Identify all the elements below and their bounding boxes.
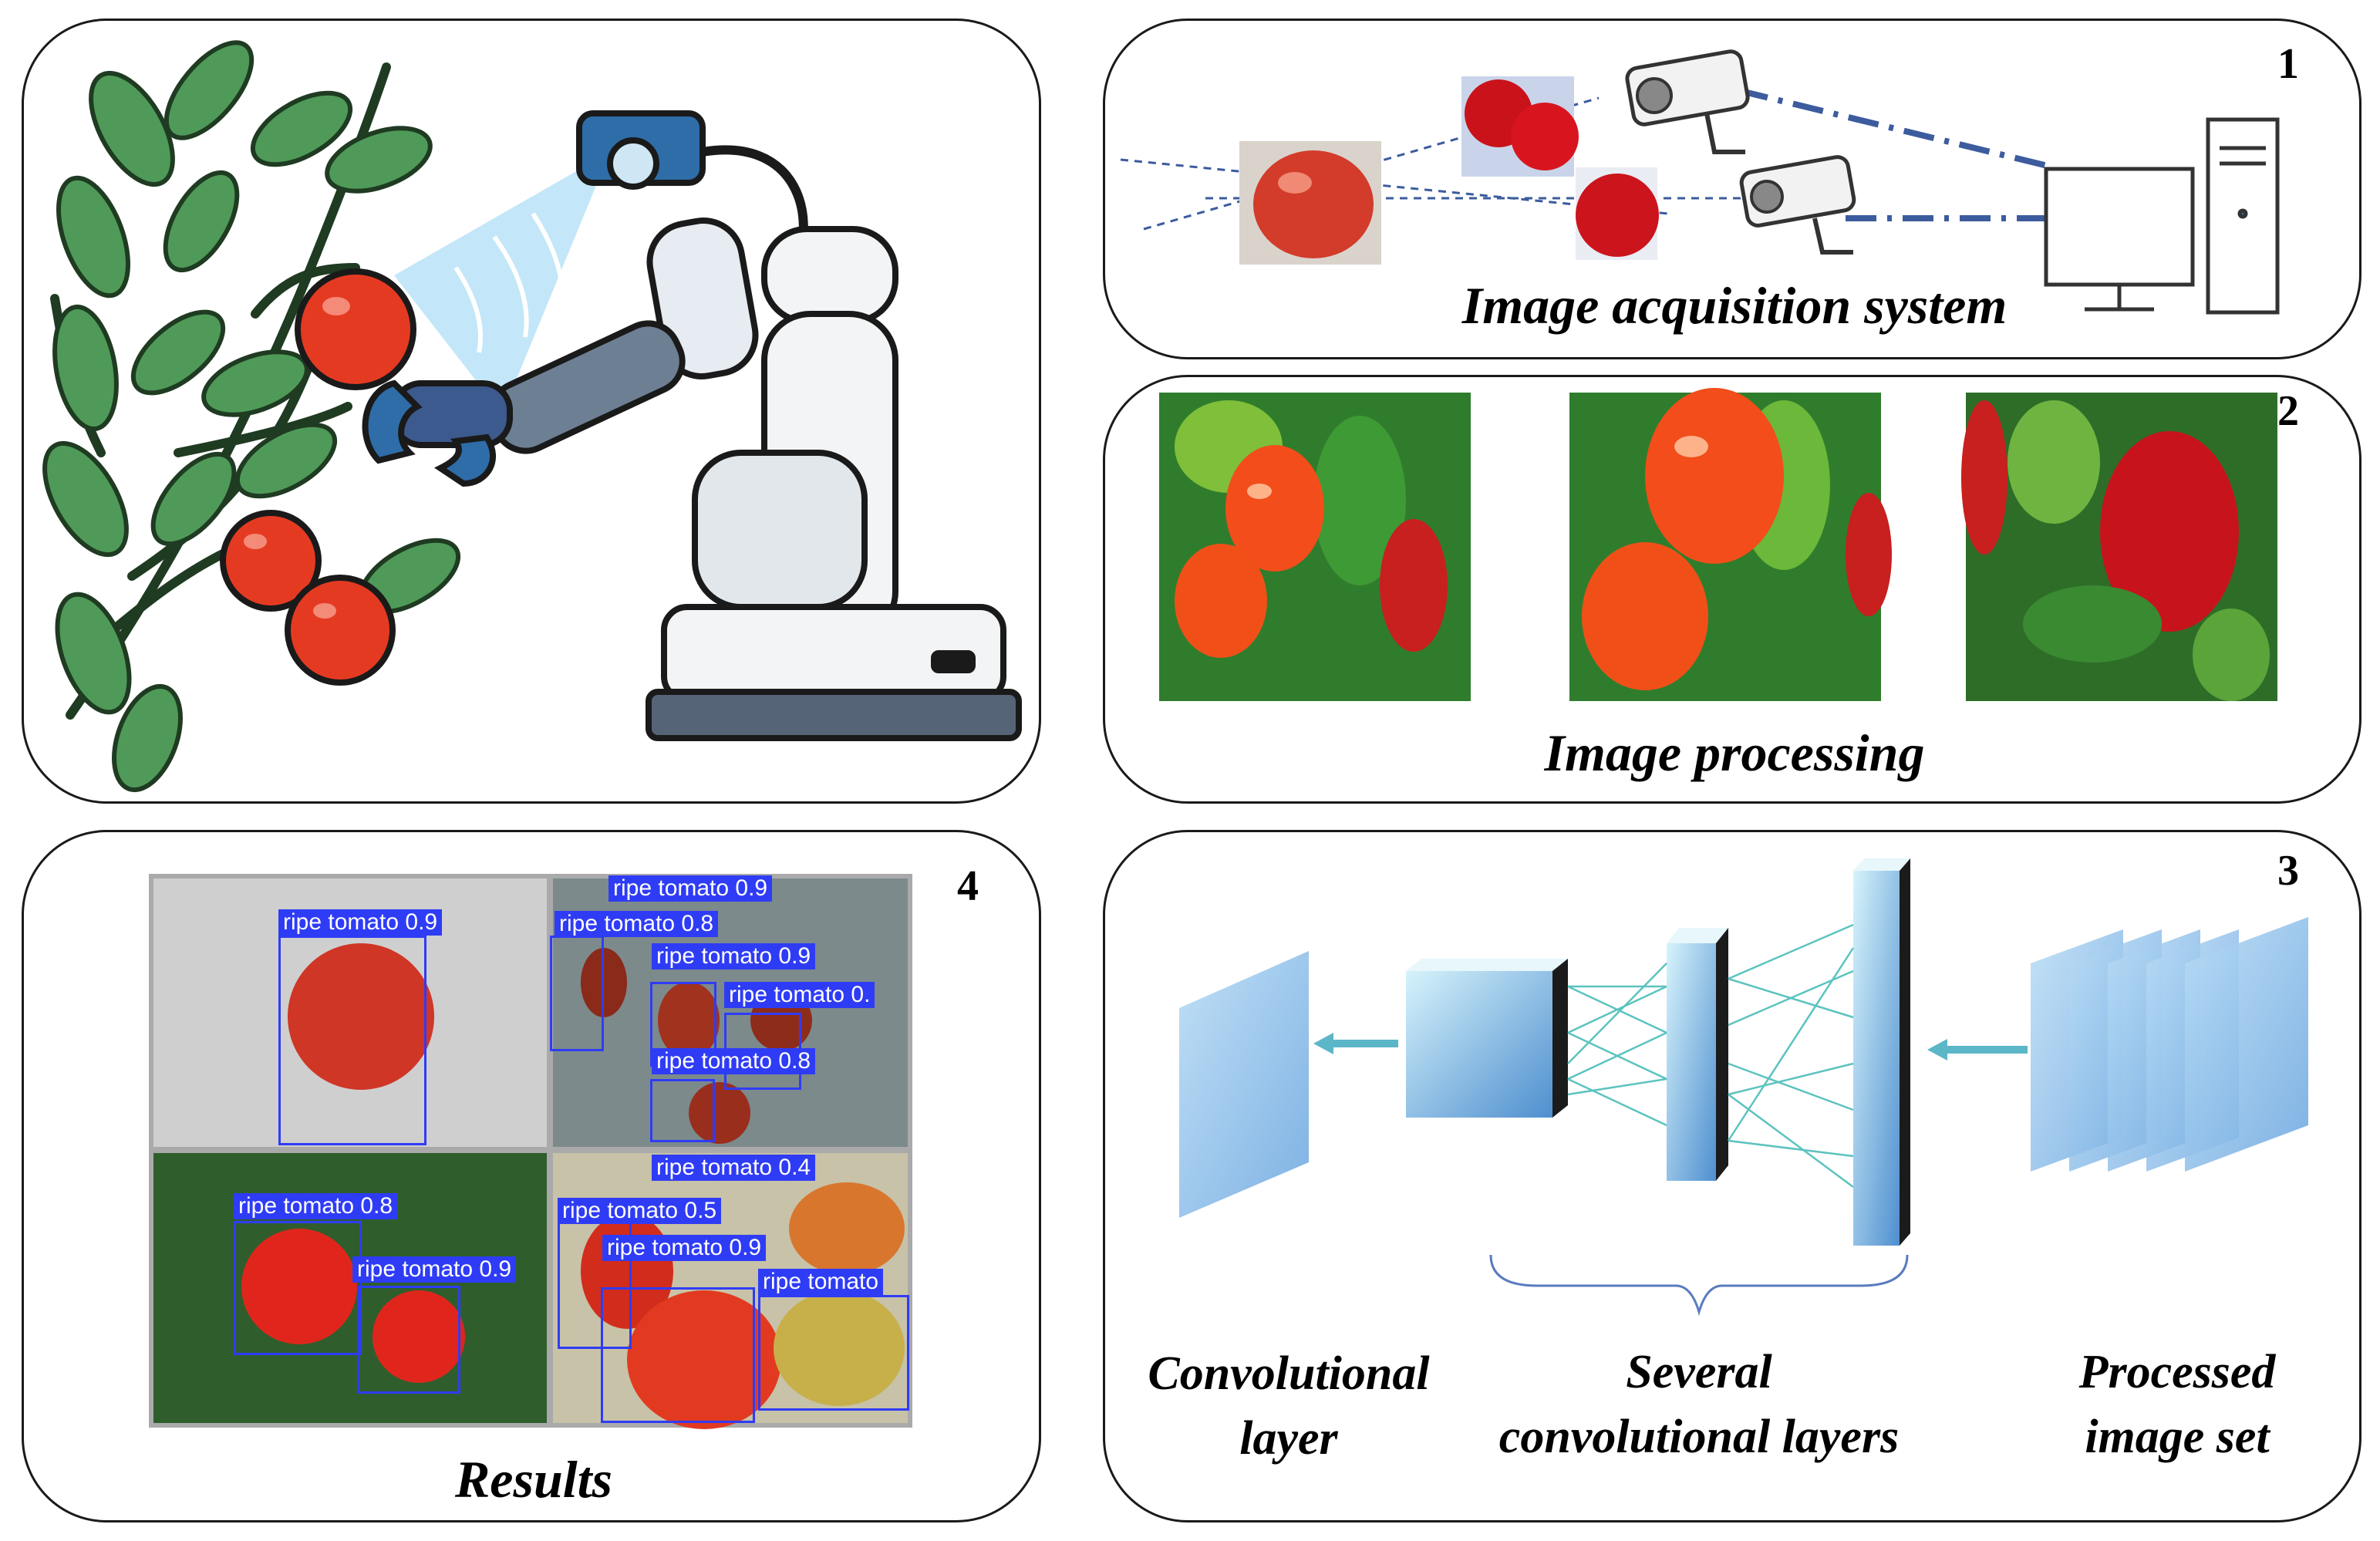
results-panel: 4 ripe tomato 0.9 ripe tomato 0 <box>22 830 1041 1522</box>
panel-caption: Results <box>454 1450 613 1509</box>
acquisition-diagram <box>1120 49 2280 315</box>
image-acquisition-panel: 1 <box>1103 19 2361 359</box>
detection-grid: ripe tomato 0.9 ripe tomato 0.9 ripe tom… <box>149 874 912 1429</box>
detection-box <box>601 1287 755 1423</box>
image-processing-panel: 2 Image processing <box>1103 375 2361 804</box>
cnn-diagram <box>1179 858 2308 1317</box>
processed-image-set-label: Processed image set <box>2078 1346 2276 1463</box>
panel-number: 1 <box>2277 40 2299 88</box>
tomato <box>774 1290 905 1406</box>
detection-label: ripe tomato 0.9 <box>352 1256 517 1283</box>
tomato <box>581 948 627 1017</box>
detection-box <box>650 1079 715 1142</box>
detection-label: ripe tomato <box>758 1269 884 1295</box>
computer-icon <box>2044 117 2280 315</box>
processed-tomato-images <box>1159 388 2277 701</box>
tomato <box>373 1290 465 1383</box>
tomato <box>689 1082 750 1144</box>
detection-box <box>758 1295 909 1411</box>
convolutional-layer-label: Convolutional layer <box>1148 1347 1430 1465</box>
detection-label: ripe tomato 0.5 <box>558 1198 722 1224</box>
detection-label: ripe tomato 0.9 <box>278 909 443 936</box>
detection-label: ripe tomato 0.8 <box>234 1193 398 1219</box>
detection-box <box>357 1286 460 1394</box>
several-layers-label: Several convolutional layers <box>1498 1346 1900 1463</box>
detection-label: ripe tomato 0.9 <box>602 1235 767 1261</box>
tomato <box>241 1229 357 1344</box>
panel-number: 2 <box>2277 387 2299 435</box>
cnn-architecture-panel: 3 <box>1103 830 2361 1522</box>
detection-label: ripe tomato 0. <box>724 982 875 1008</box>
panel-number: 4 <box>957 862 979 910</box>
camera-icon <box>1625 49 1750 154</box>
camera-icon <box>1739 155 1856 255</box>
detection-label: ripe tomato 0.9 <box>652 943 816 969</box>
robot-illustration-panel <box>22 19 1041 804</box>
detection-box <box>550 936 604 1051</box>
tomato <box>658 982 720 1059</box>
tomato <box>288 943 434 1090</box>
detection-box <box>278 936 426 1145</box>
detection-label: ripe tomato 0.9 <box>608 875 773 902</box>
panel-caption: Image processing <box>1544 723 1925 782</box>
tomato <box>789 1182 905 1275</box>
detection-label: ripe tomato 0.4 <box>652 1155 816 1181</box>
panel-caption: Image acquisition system <box>1461 276 2007 335</box>
detection-label: ripe tomato 0.8 <box>555 911 719 937</box>
detection-label: ripe tomato 0.8 <box>652 1048 816 1074</box>
panel-number: 3 <box>2277 847 2299 895</box>
tomato <box>627 1290 781 1429</box>
detection-box <box>234 1221 362 1355</box>
robot-harvester-illustration <box>42 40 1022 793</box>
